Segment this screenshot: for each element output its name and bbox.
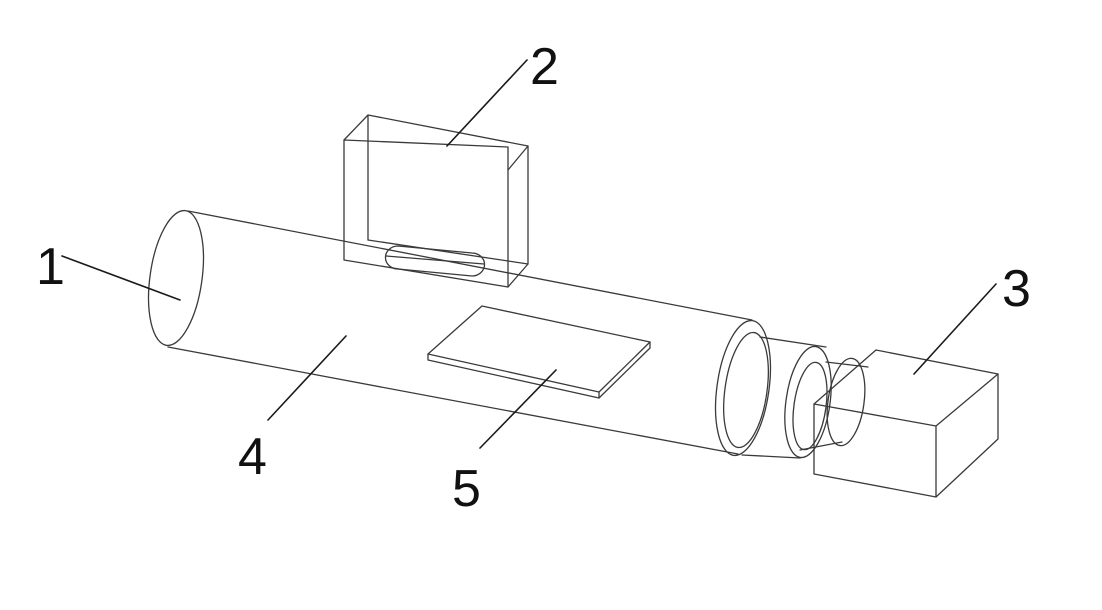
label-1: 1 (36, 238, 65, 296)
leader-3 (913, 283, 997, 375)
upper-box (343, 114, 529, 288)
label-5: 5 (452, 460, 481, 518)
upper-slot (384, 245, 486, 277)
leader-2 (446, 59, 528, 147)
reducer-section (741, 336, 869, 459)
tube-inlet-end (147, 209, 205, 347)
main-tube (147, 209, 772, 457)
label-3: 3 (1002, 260, 1031, 318)
leader-4 (267, 335, 347, 421)
leader-lines (61, 59, 997, 449)
inner-plate (427, 305, 651, 399)
leader-1 (61, 255, 181, 301)
tube-outlet-end (714, 319, 772, 457)
label-2: 2 (530, 38, 559, 96)
right-box (813, 349, 999, 498)
label-4: 4 (238, 428, 267, 486)
leader-5 (479, 369, 557, 449)
